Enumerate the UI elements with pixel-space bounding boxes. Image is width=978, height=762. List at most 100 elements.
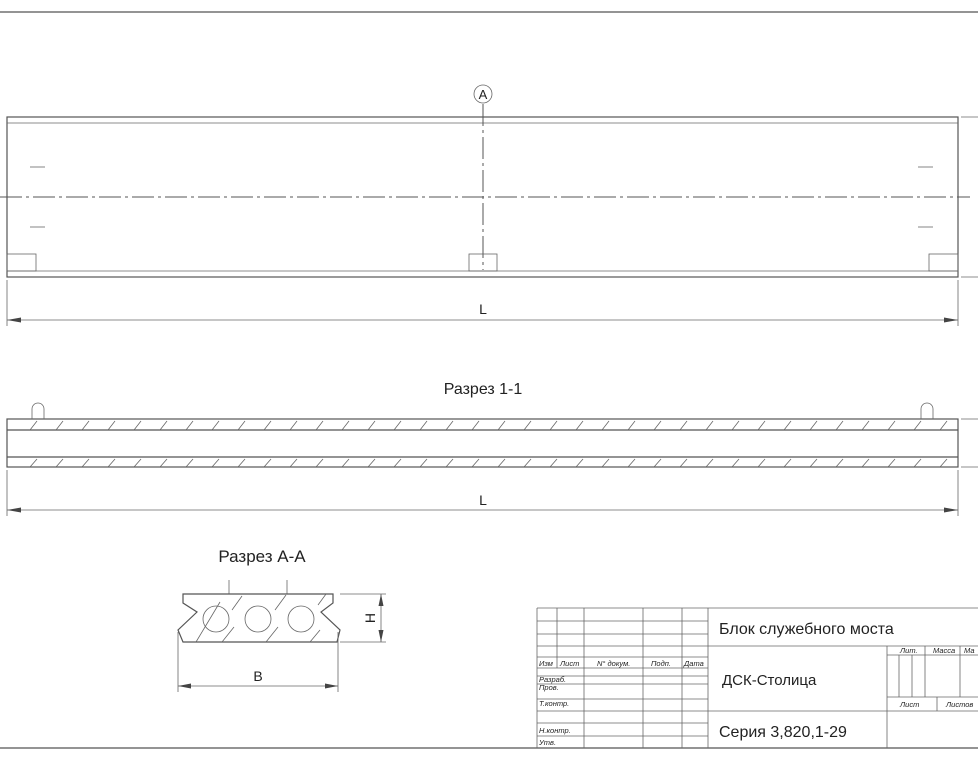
hatch-line <box>393 420 402 431</box>
hatch-line <box>861 458 870 468</box>
hatch-line <box>29 420 38 431</box>
mass-label: Масса <box>933 646 955 655</box>
hatch-line <box>237 458 246 468</box>
hatch-line <box>55 420 64 431</box>
sheet-label: Лист <box>899 700 919 709</box>
hatch-line <box>107 458 116 468</box>
hatch-line <box>289 420 298 431</box>
hatch-line <box>29 458 38 468</box>
hatch-line <box>263 420 272 431</box>
hatch-line <box>575 458 584 468</box>
section-a-a: Разрез А-А H B <box>177 547 386 692</box>
support-right <box>928 253 959 272</box>
header-date: Дата <box>683 659 704 668</box>
section-1-1: Разрез 1-1 L <box>6 381 978 516</box>
hatch-line <box>497 420 506 431</box>
hatch-line <box>523 458 532 468</box>
hatch-line <box>627 458 636 468</box>
hatch-line <box>133 458 142 468</box>
hatch-line <box>315 420 324 431</box>
hatch-line <box>783 458 792 468</box>
hatch-line <box>419 458 428 468</box>
hatch-line <box>81 458 90 468</box>
hatch-line <box>185 458 194 468</box>
hatch-line <box>81 420 90 431</box>
hatch-line <box>315 458 324 468</box>
hatch-line <box>419 420 428 431</box>
role-tech-control: Т.контр. <box>539 699 569 708</box>
hatch-line <box>887 458 896 468</box>
hatch-line <box>549 458 558 468</box>
organization: ДСК-Столица <box>722 672 817 689</box>
hatch-line <box>367 458 376 468</box>
hatch-line <box>263 458 272 468</box>
hatch-line <box>601 458 610 468</box>
length-label-2: L <box>479 492 487 508</box>
hatch-line <box>497 458 506 468</box>
hatch-line <box>445 420 454 431</box>
lifting-loop-left <box>31 402 45 419</box>
lit-label: Лит. <box>899 646 918 655</box>
hatch-line <box>679 420 688 431</box>
hatch-line <box>627 420 636 431</box>
hatch-line <box>939 458 948 468</box>
section-a-a-title: Разрез А-А <box>218 547 306 566</box>
series: Серия 3,820,1-29 <box>719 724 847 741</box>
hatch-line <box>731 458 740 468</box>
support-middle <box>468 253 498 272</box>
sheets-label: Листов <box>945 700 973 709</box>
plan-view: A L <box>0 84 978 326</box>
header-doc: N° докум. <box>597 659 630 668</box>
lifting-loop-right <box>920 402 934 419</box>
slab-profile <box>177 593 341 643</box>
section-1-1-title: Разрез 1-1 <box>444 381 523 398</box>
hatch-line <box>237 420 246 431</box>
role-approved: Утв. <box>538 738 556 747</box>
hatch-line <box>861 420 870 431</box>
hatch-line <box>705 458 714 468</box>
role-norm-control: Н.контр. <box>539 726 571 735</box>
hatch-line <box>887 420 896 431</box>
hatch-line <box>757 420 766 431</box>
width-label: B <box>253 668 262 684</box>
hatch-line <box>913 458 922 468</box>
hatch-line <box>55 458 64 468</box>
drawing-name: Блок служебного моста <box>719 621 894 638</box>
hatch-line <box>211 420 220 431</box>
hatch-line <box>341 458 350 468</box>
hatch-line <box>783 420 792 431</box>
hatch-line <box>367 420 376 431</box>
length-label: L <box>479 301 487 317</box>
hatch-line <box>835 420 844 431</box>
hatch-line <box>471 420 480 431</box>
hatch-line <box>107 420 116 431</box>
support-left <box>6 253 37 272</box>
hatch-line <box>757 458 766 468</box>
hatch-line <box>549 420 558 431</box>
hatch-line <box>809 420 818 431</box>
hatch-line <box>809 458 818 468</box>
hatch-line <box>653 458 662 468</box>
height-label: H <box>362 613 378 623</box>
hatch-line <box>471 458 480 468</box>
axis-marker <box>473 84 493 104</box>
role-developer: Разраб. <box>539 675 566 684</box>
axis-label: A <box>479 87 488 102</box>
hatch-line <box>835 458 844 468</box>
header-list: Лист <box>559 659 579 668</box>
hatch-line <box>445 458 454 468</box>
header-izm: Изм <box>539 659 553 668</box>
hatch-line <box>913 420 922 431</box>
hatch-line <box>211 458 220 468</box>
hatch-line <box>133 420 142 431</box>
hatch-line <box>575 420 584 431</box>
scale-label: Ма <box>964 646 975 655</box>
hatch-line <box>393 458 402 468</box>
hatch-line <box>159 458 168 468</box>
hatch-line <box>289 458 298 468</box>
hatch-line <box>939 420 948 431</box>
hatch-line <box>159 420 168 431</box>
hatch-line <box>679 458 688 468</box>
role-checker: Пров. <box>539 683 559 692</box>
